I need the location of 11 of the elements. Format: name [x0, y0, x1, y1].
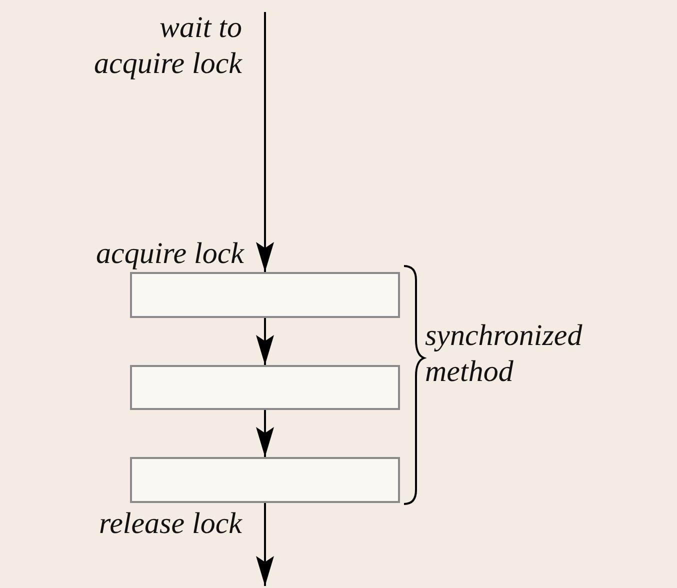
arrow	[256, 410, 274, 457]
note-text: wait to acquire lock	[93, 10, 242, 82]
process-box	[130, 272, 400, 318]
note-text: release lock	[98, 506, 242, 542]
arrow	[256, 12, 274, 272]
arrow	[256, 503, 274, 586]
arrow	[256, 318, 274, 365]
process-box	[130, 457, 400, 503]
process-box	[130, 365, 400, 410]
note-text: acquire lock	[95, 236, 244, 272]
note-text: synchronized method	[425, 318, 584, 390]
